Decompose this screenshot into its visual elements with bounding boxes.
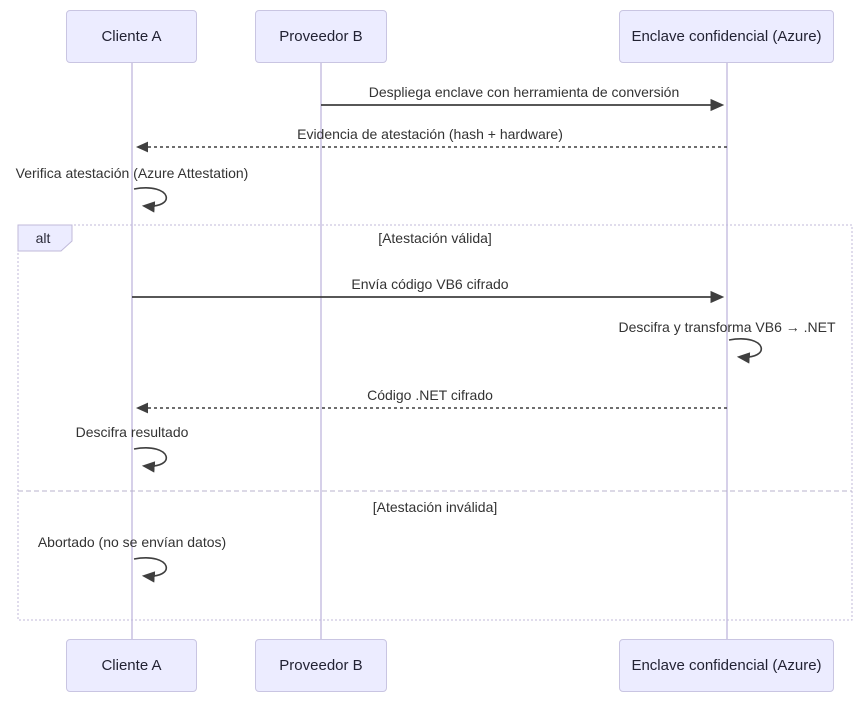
actor-label: Enclave confidencial (Azure) <box>631 28 822 45</box>
actor-bottom-enclave: Enclave confidencial (Azure) <box>619 639 834 692</box>
message-label-evidencia-atestacion: Evidencia de atestación (hash + hardware… <box>297 126 563 142</box>
actor-top-proveedor-b: Proveedor B <box>255 10 387 63</box>
message-label-codigo-net-cifrado: Código .NET cifrado <box>367 387 493 403</box>
actor-label: Enclave confidencial (Azure) <box>631 657 822 674</box>
self-loop-abortado <box>133 557 168 583</box>
self-loop-verifica-atestacion <box>133 187 168 213</box>
actor-label: Cliente A <box>101 28 162 45</box>
message-label-despliega-enclave: Despliega enclave con herramienta de con… <box>368 84 680 100</box>
actor-top-cliente-a: Cliente A <box>66 10 197 63</box>
message-label-descifra-resultado: Descifra resultado <box>75 424 189 440</box>
alt-frame <box>17 224 853 621</box>
actor-label: Proveedor B <box>279 657 363 674</box>
alt-condition-invalida: [Atestación inválida] <box>372 499 498 515</box>
actor-bottom-proveedor-b: Proveedor B <box>255 639 387 692</box>
actor-label: Proveedor B <box>279 28 363 45</box>
message-label-verifica-atestacion: Verifica atestación (Azure Attestation) <box>15 165 249 181</box>
message-label-envia-codigo-vb6: Envía código VB6 cifrado <box>351 276 509 292</box>
self-loop-descifra-transforma <box>728 338 763 364</box>
actor-bottom-cliente-a: Cliente A <box>66 639 197 692</box>
actor-label: Cliente A <box>101 657 162 674</box>
alt-condition-valida: [Atestación válida] <box>378 230 492 246</box>
alt-label-tab <box>17 224 73 252</box>
alt-label: alt <box>35 230 51 246</box>
self-loop-descifra-resultado <box>133 447 168 473</box>
actor-top-enclave: Enclave confidencial (Azure) <box>619 10 834 63</box>
message-label-descifra-transforma: Descifra y transforma VB6 → .NET <box>618 319 836 335</box>
message-label-abortado: Abortado (no se envían datos) <box>37 534 227 550</box>
